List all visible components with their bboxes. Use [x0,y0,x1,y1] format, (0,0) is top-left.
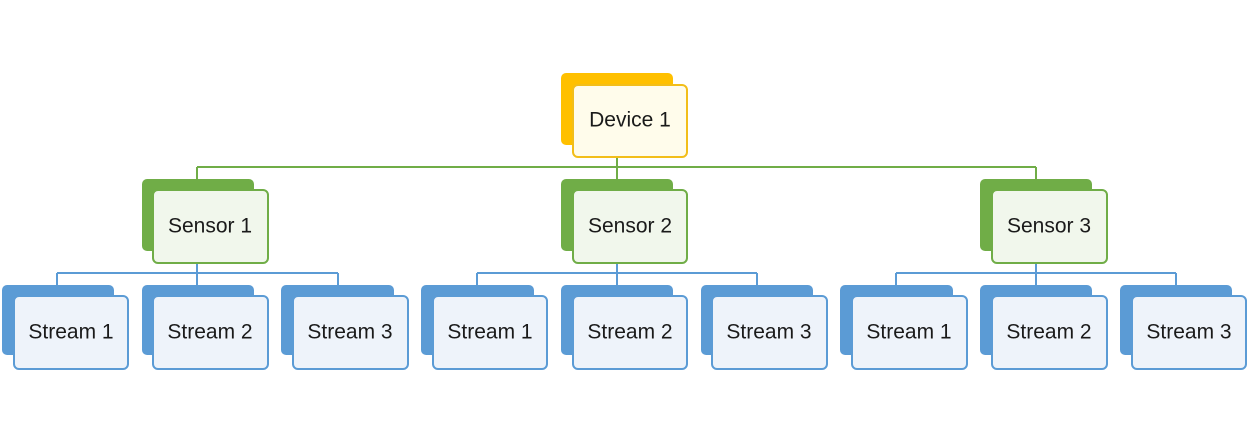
sensor-node-2[interactable]: Sensor 2 [561,179,688,264]
sensor-node-1-front [152,189,269,264]
sensor-node-1[interactable]: Sensor 1 [142,179,269,264]
stream-node-s2-1[interactable]: Stream 1 [421,285,548,370]
stream-node-s1-1-front [13,295,129,370]
stream-node-s1-1-label: Stream 1 [28,321,113,344]
sensor-node-2-front [572,189,688,264]
stream-node-s2-2-front [572,295,688,370]
connectors-device-sensors [196,158,1037,179]
sensor-node-3-label: Sensor 3 [1007,215,1091,238]
connectors-sensors-streams [56,263,1177,285]
stream-node-s3-3-label: Stream 3 [1146,321,1231,344]
stream-node-s1-2[interactable]: Stream 2 [142,285,269,370]
sensor-node-2-label: Sensor 2 [588,215,672,238]
device-node[interactable]: Device 1 [561,73,688,158]
stream-node-s1-3-front [292,295,409,370]
sensor-node-1-label: Sensor 1 [168,215,252,238]
stream-node-s2-3[interactable]: Stream 3 [701,285,828,370]
stream-node-s3-2-front [991,295,1108,370]
stream-node-s3-3-front [1131,295,1247,370]
stream-node-s3-1[interactable]: Stream 1 [840,285,968,370]
stream-node-s1-2-front [152,295,269,370]
device-node-label: Device 1 [589,109,671,132]
stream-node-s3-1-front [851,295,968,370]
stream-node-s2-1-label: Stream 1 [447,321,532,344]
stream-node-s3-3[interactable]: Stream 3 [1120,285,1247,370]
stream-node-s2-3-label: Stream 3 [726,321,811,344]
stream-node-s2-2[interactable]: Stream 2 [561,285,688,370]
stream-node-s1-2-label: Stream 2 [167,321,252,344]
stream-node-s3-1-label: Stream 1 [866,321,951,344]
stream-node-s2-1-front [432,295,548,370]
device-node-front [572,84,688,158]
stream-node-s2-3-front [711,295,828,370]
sensor-node-3[interactable]: Sensor 3 [980,179,1108,264]
stream-node-s1-1[interactable]: Stream 1 [2,285,129,370]
stream-node-s1-3[interactable]: Stream 3 [281,285,409,370]
stream-node-s3-2-label: Stream 2 [1006,321,1091,344]
stream-node-s2-2-label: Stream 2 [587,321,672,344]
sensor-node-3-front [991,189,1108,264]
stream-node-s3-2[interactable]: Stream 2 [980,285,1108,370]
stream-node-s1-3-label: Stream 3 [307,321,392,344]
